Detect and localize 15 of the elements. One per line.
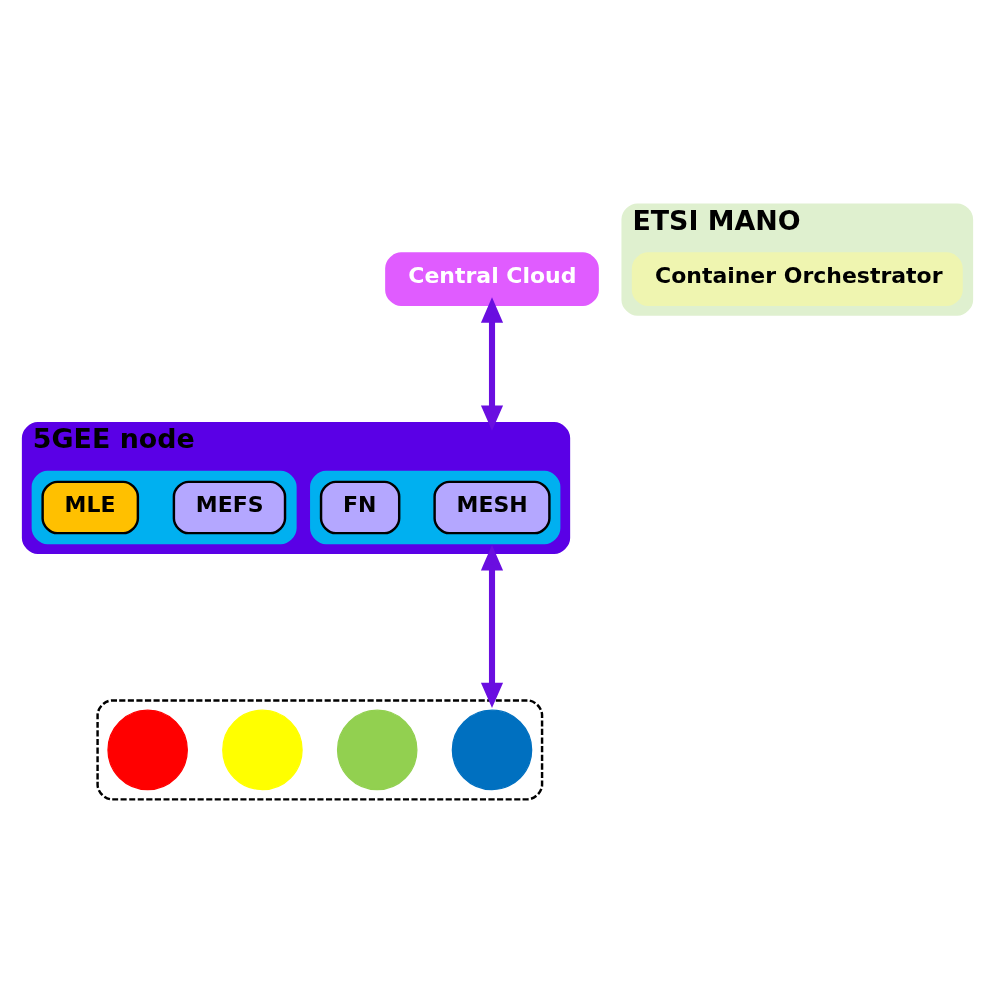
node-box: MESH (433, 480, 551, 534)
node-circle (336, 709, 418, 790)
node-circle (451, 709, 533, 790)
node-box: FN (319, 480, 401, 534)
cluster (96, 698, 544, 801)
node-circle (222, 709, 303, 790)
node-box: Container Orchestrator (631, 251, 963, 306)
node-box: MEFS (172, 480, 287, 534)
node-box: MLE (41, 480, 140, 534)
arrow (480, 544, 504, 708)
cluster (310, 470, 561, 544)
node-box: Central Cloud (385, 251, 599, 306)
arrow (480, 296, 504, 431)
cluster (31, 470, 297, 544)
node-circle (107, 709, 188, 790)
